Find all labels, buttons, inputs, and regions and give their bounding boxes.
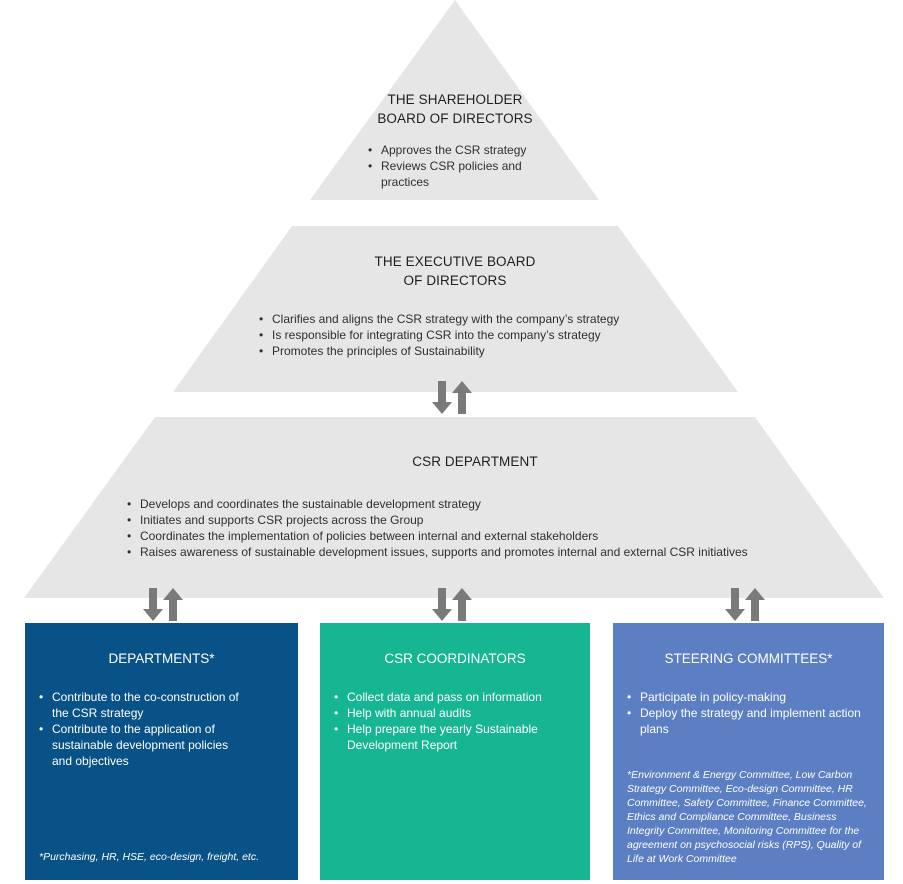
shareholder-bullets: Approves the CSR strategy Reviews CSR po… — [368, 142, 543, 190]
list-item: Collect data and pass on information — [334, 689, 569, 705]
list-item: Deploy the strategy and implement action… — [627, 705, 862, 737]
list-item: Develops and coordinates the sustainable… — [127, 496, 827, 512]
csr-department-title: CSR DEPARTMENT — [412, 454, 538, 469]
list-item: Coordinates the implementation of polici… — [127, 528, 827, 544]
shareholder-title-line2: BOARD OF DIRECTORS — [377, 111, 533, 126]
arrow-up-icon — [452, 588, 472, 621]
executive-tier: THE EXECUTIVE BOARD OF DIRECTORS Clarifi… — [255, 252, 655, 359]
arrows-steering-committees — [725, 588, 765, 622]
list-item: Participate in policy-making — [627, 689, 862, 705]
list-item: Initiates and supports CSR projects acro… — [127, 512, 827, 528]
list-item: Reviews CSR policies and practices — [368, 158, 543, 190]
steering-committees-note: *Environment & Energy Committee, Low Car… — [627, 769, 867, 865]
arrows-csr-coordinators — [432, 588, 472, 622]
list-item: Contribute to the application of sustain… — [39, 721, 249, 769]
arrow-down-icon — [143, 588, 163, 621]
steering-committees-title: STEERING COMMITTEES* — [664, 651, 833, 666]
arrow-up-icon — [452, 381, 472, 414]
list-item: Promotes the principles of Sustainabilit… — [259, 343, 659, 359]
csr-coordinators-bullets: Collect data and pass on information Hel… — [334, 689, 569, 753]
csr-department-tier: CSR DEPARTMENT Develops and coordinates … — [126, 452, 826, 560]
shareholder-tier: THE SHAREHOLDER BOARD OF DIRECTORS Appro… — [330, 90, 580, 190]
shareholder-title-line1: THE SHAREHOLDER — [387, 92, 523, 107]
departments-title: DEPARTMENTS* — [108, 651, 215, 666]
departments-box: DEPARTMENTS* Contribute to the co-constr… — [25, 623, 298, 880]
csr-department-bullets: Develops and coordinates the sustainable… — [127, 496, 827, 560]
arrows-executive-csr — [432, 381, 472, 415]
list-item: Raises awareness of sustainable developm… — [127, 544, 827, 560]
executive-bullets: Clarifies and aligns the CSR strategy wi… — [259, 311, 659, 359]
departments-note: *Purchasing, HR, HSE, eco-design, freigh… — [39, 851, 260, 863]
list-item: Contribute to the co-construction of the… — [39, 689, 249, 721]
arrow-up-icon — [745, 588, 765, 621]
arrows-departments — [143, 588, 183, 622]
list-item: Approves the CSR strategy — [368, 142, 543, 158]
csr-coordinators-title: CSR COORDINATORS — [384, 651, 526, 666]
arrow-up-icon — [163, 588, 183, 621]
csr-coordinators-box: CSR COORDINATORS Collect data and pass o… — [320, 623, 590, 880]
executive-title-line2: OF DIRECTORS — [403, 273, 507, 288]
steering-committees-box: STEERING COMMITTEES* Participate in poli… — [613, 623, 884, 880]
arrow-down-icon — [725, 588, 745, 621]
arrow-down-icon — [432, 381, 452, 414]
list-item: Is responsible for integrating CSR into … — [259, 327, 659, 343]
list-item: Help with annual audits — [334, 705, 569, 721]
list-item: Help prepare the yearly Sustainable Deve… — [334, 721, 569, 753]
arrow-down-icon — [432, 588, 452, 621]
executive-title-line1: THE EXECUTIVE BOARD — [374, 254, 536, 269]
steering-committees-bullets: Participate in policy-making Deploy the … — [627, 689, 862, 737]
departments-bullets: Contribute to the co-construction of the… — [39, 689, 249, 769]
list-item: Clarifies and aligns the CSR strategy wi… — [259, 311, 659, 327]
